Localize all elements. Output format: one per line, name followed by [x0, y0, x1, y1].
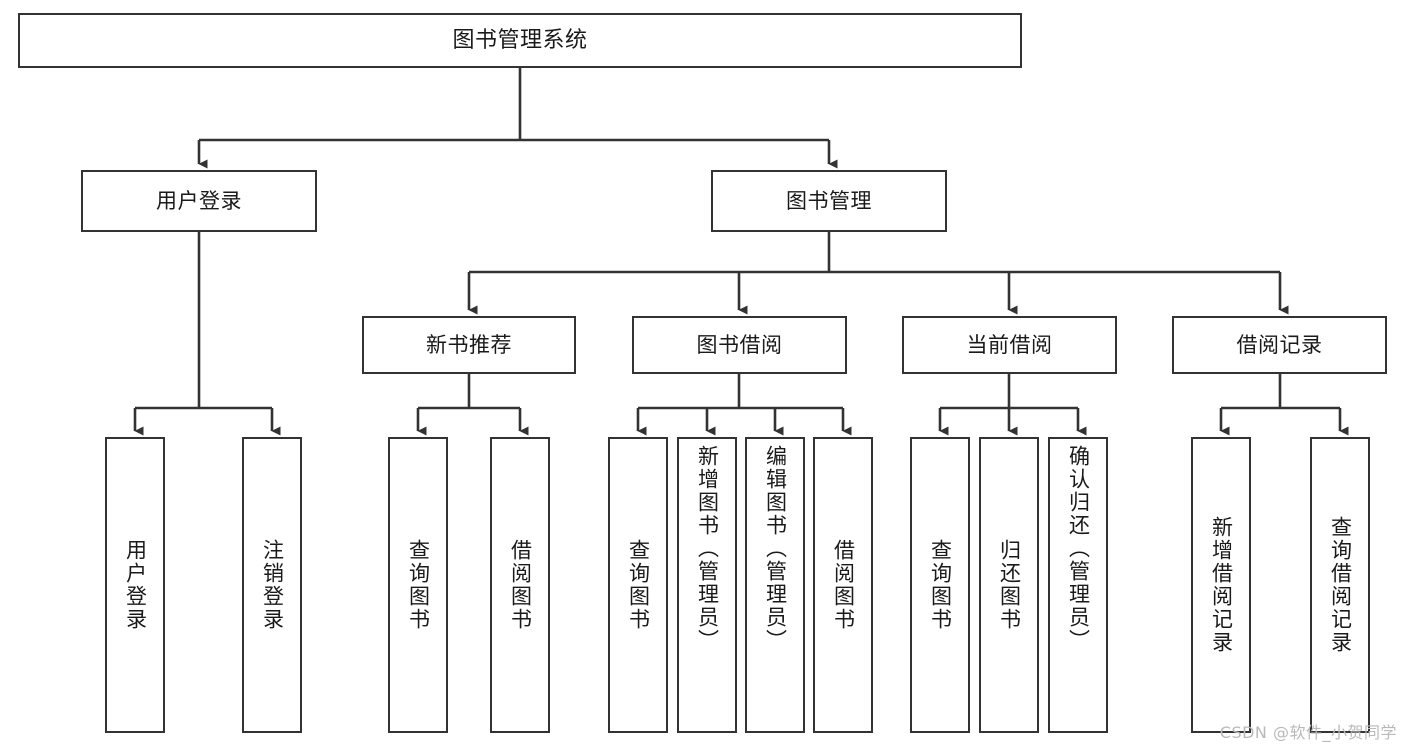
node-user-login[interactable]: 用户登录 [81, 170, 317, 232]
node-label: 注销登录 [260, 539, 285, 631]
node-label: 新书推荐 [426, 332, 512, 357]
node-label: 用户登录 [123, 539, 148, 631]
node-label: 图书管理 [786, 188, 872, 213]
node-borrowing-record[interactable]: 借阅记录 [1172, 316, 1387, 374]
node-leaf-return-books[interactable]: 归还图书 [979, 437, 1039, 733]
node-leaf-logout[interactable]: 注销登录 [242, 437, 302, 733]
node-label: 新增图书（管理员） [695, 445, 720, 652]
node-label: 借阅图书 [508, 539, 533, 631]
node-label: 图书管理系统 [452, 27, 588, 53]
node-label: 查询图书 [626, 539, 651, 631]
node-leaf-query-books-current[interactable]: 查询图书 [910, 437, 970, 733]
node-label: 编辑图书（管理员） [763, 445, 788, 652]
node-book-borrowing[interactable]: 图书借阅 [632, 316, 847, 374]
node-root-book-management-system[interactable]: 图书管理系统 [18, 13, 1022, 68]
node-current-borrowing[interactable]: 当前借阅 [902, 316, 1117, 374]
node-leaf-query-books-borrow[interactable]: 查询图书 [608, 437, 668, 733]
node-label: 新增借阅记录 [1209, 516, 1234, 654]
watermark: CSDN @软件_小贺同学 [1219, 723, 1397, 742]
node-leaf-confirm-return-admin[interactable]: 确认归还（管理员） [1048, 437, 1108, 733]
node-label: 借阅记录 [1236, 332, 1323, 357]
node-leaf-query-books-newbook[interactable]: 查询图书 [388, 437, 448, 733]
node-label: 查询借阅记录 [1328, 516, 1353, 654]
node-label: 查询图书 [406, 539, 431, 631]
node-label: 确认归还（管理员） [1066, 445, 1091, 652]
node-leaf-borrow-books-newbook[interactable]: 借阅图书 [490, 437, 550, 733]
node-leaf-edit-book-admin[interactable]: 编辑图书（管理员） [745, 437, 805, 733]
node-label: 归还图书 [997, 539, 1022, 631]
node-book-management[interactable]: 图书管理 [711, 170, 947, 232]
node-label: 图书借阅 [696, 332, 783, 357]
node-label: 用户登录 [156, 188, 242, 213]
node-leaf-borrow-books-borrow[interactable]: 借阅图书 [813, 437, 873, 733]
node-label: 当前借阅 [966, 332, 1053, 357]
node-new-book-recommendation[interactable]: 新书推荐 [362, 316, 576, 374]
node-leaf-user-login[interactable]: 用户登录 [105, 437, 165, 733]
node-leaf-add-borrow-record[interactable]: 新增借阅记录 [1191, 437, 1251, 733]
node-leaf-add-book-admin[interactable]: 新增图书（管理员） [677, 437, 737, 733]
node-label: 查询图书 [928, 539, 953, 631]
node-label: 借阅图书 [831, 539, 856, 631]
node-leaf-query-borrow-record[interactable]: 查询借阅记录 [1310, 437, 1370, 733]
